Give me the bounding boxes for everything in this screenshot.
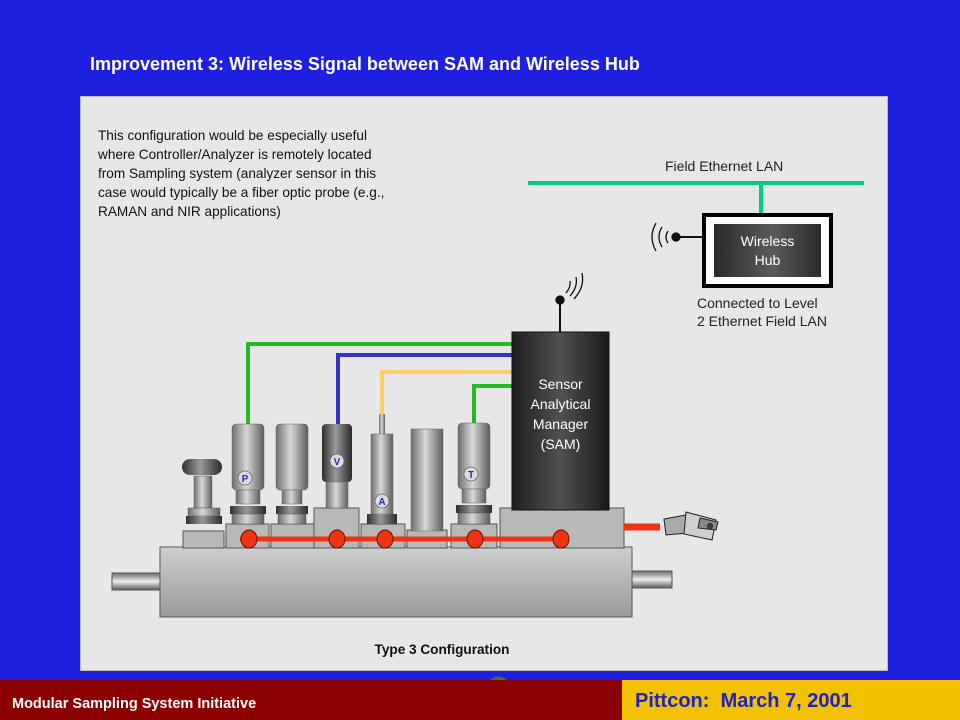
note-line: from Sampling system (analyzer sensor in…: [98, 166, 377, 181]
sam-label-line: Sensor: [538, 376, 583, 392]
sam-label-line: Analytical: [530, 396, 591, 412]
bus-node: [466, 529, 484, 549]
wire-tan: [380, 370, 512, 418]
manifold-base: [159, 546, 633, 618]
sam-label: Sensor Analytical Manager (SAM): [512, 374, 609, 454]
valve-actuator: [322, 424, 352, 509]
wireless-hub: Wireless Hub: [702, 213, 833, 288]
slide-title: Improvement 3: Wireless Signal between S…: [90, 54, 640, 74]
note-line: RAMAN and NIR applications): [98, 204, 281, 219]
lan-label: Field Ethernet LAN: [665, 158, 784, 174]
pressure-regulator: [182, 459, 222, 524]
power-plug-icon: [663, 511, 719, 541]
sam-antenna-icon: [555, 272, 584, 333]
wire-blue: [336, 353, 512, 426]
footer-right-bar: [622, 680, 960, 720]
badge-t-label: T: [468, 470, 474, 481]
badge-p: P: [237, 470, 253, 486]
hub-antenna-icon: [651, 222, 710, 252]
sensor-bus: [240, 523, 660, 549]
footer-event-date: March 7, 2001: [720, 690, 852, 712]
bus-node: [240, 529, 258, 549]
wire-green-inner: [472, 384, 512, 426]
spare-cylinder: [410, 428, 444, 532]
hub-caption-line: Connected to Level: [697, 295, 818, 311]
description-note: This configuration would be especially u…: [98, 126, 438, 221]
bus-node: [376, 529, 394, 549]
badge-v: V: [329, 453, 345, 469]
hub-label-line: Wireless: [740, 233, 795, 249]
sam-label-line: (SAM): [540, 436, 581, 452]
note-line: where Controller/Analyzer is remotely lo…: [98, 147, 372, 162]
footer-event-name: Pittcon:: [635, 690, 710, 712]
analyzer-probe: [367, 414, 397, 524]
badge-t: T: [463, 466, 479, 482]
sam-body: [511, 331, 610, 511]
signal-wires: [246, 342, 512, 426]
badge-v-label: V: [334, 457, 341, 468]
footer-left-bar: [0, 680, 622, 720]
badge-a: A: [374, 493, 390, 509]
hub-label-line: Hub: [754, 252, 781, 268]
wireless-hub-face: Wireless Hub: [714, 224, 821, 277]
note-line: This configuration would be especially u…: [98, 128, 368, 143]
footer-event: Pittcon: March 7, 2001: [635, 690, 852, 713]
sam-label-line: Manager: [532, 416, 589, 432]
footer-initiative-name: Modular Sampling System Initiative: [12, 696, 257, 712]
field-ethernet-lan: [528, 181, 864, 214]
note-line: case would typically be a fiber optic pr…: [98, 185, 385, 200]
bus-node: [328, 529, 346, 549]
diagram-caption: Type 3 Configuration: [374, 642, 510, 657]
bus-node: [552, 529, 570, 549]
badge-a-label: A: [378, 497, 385, 508]
badge-p-label: P: [242, 474, 249, 485]
filter-component: [275, 423, 309, 525]
hub-caption-line: 2 Ethernet Field LAN: [697, 313, 827, 329]
wire-green-outer: [246, 342, 512, 426]
hub-caption: Connected to Level 2 Ethernet Field LAN: [697, 294, 827, 330]
